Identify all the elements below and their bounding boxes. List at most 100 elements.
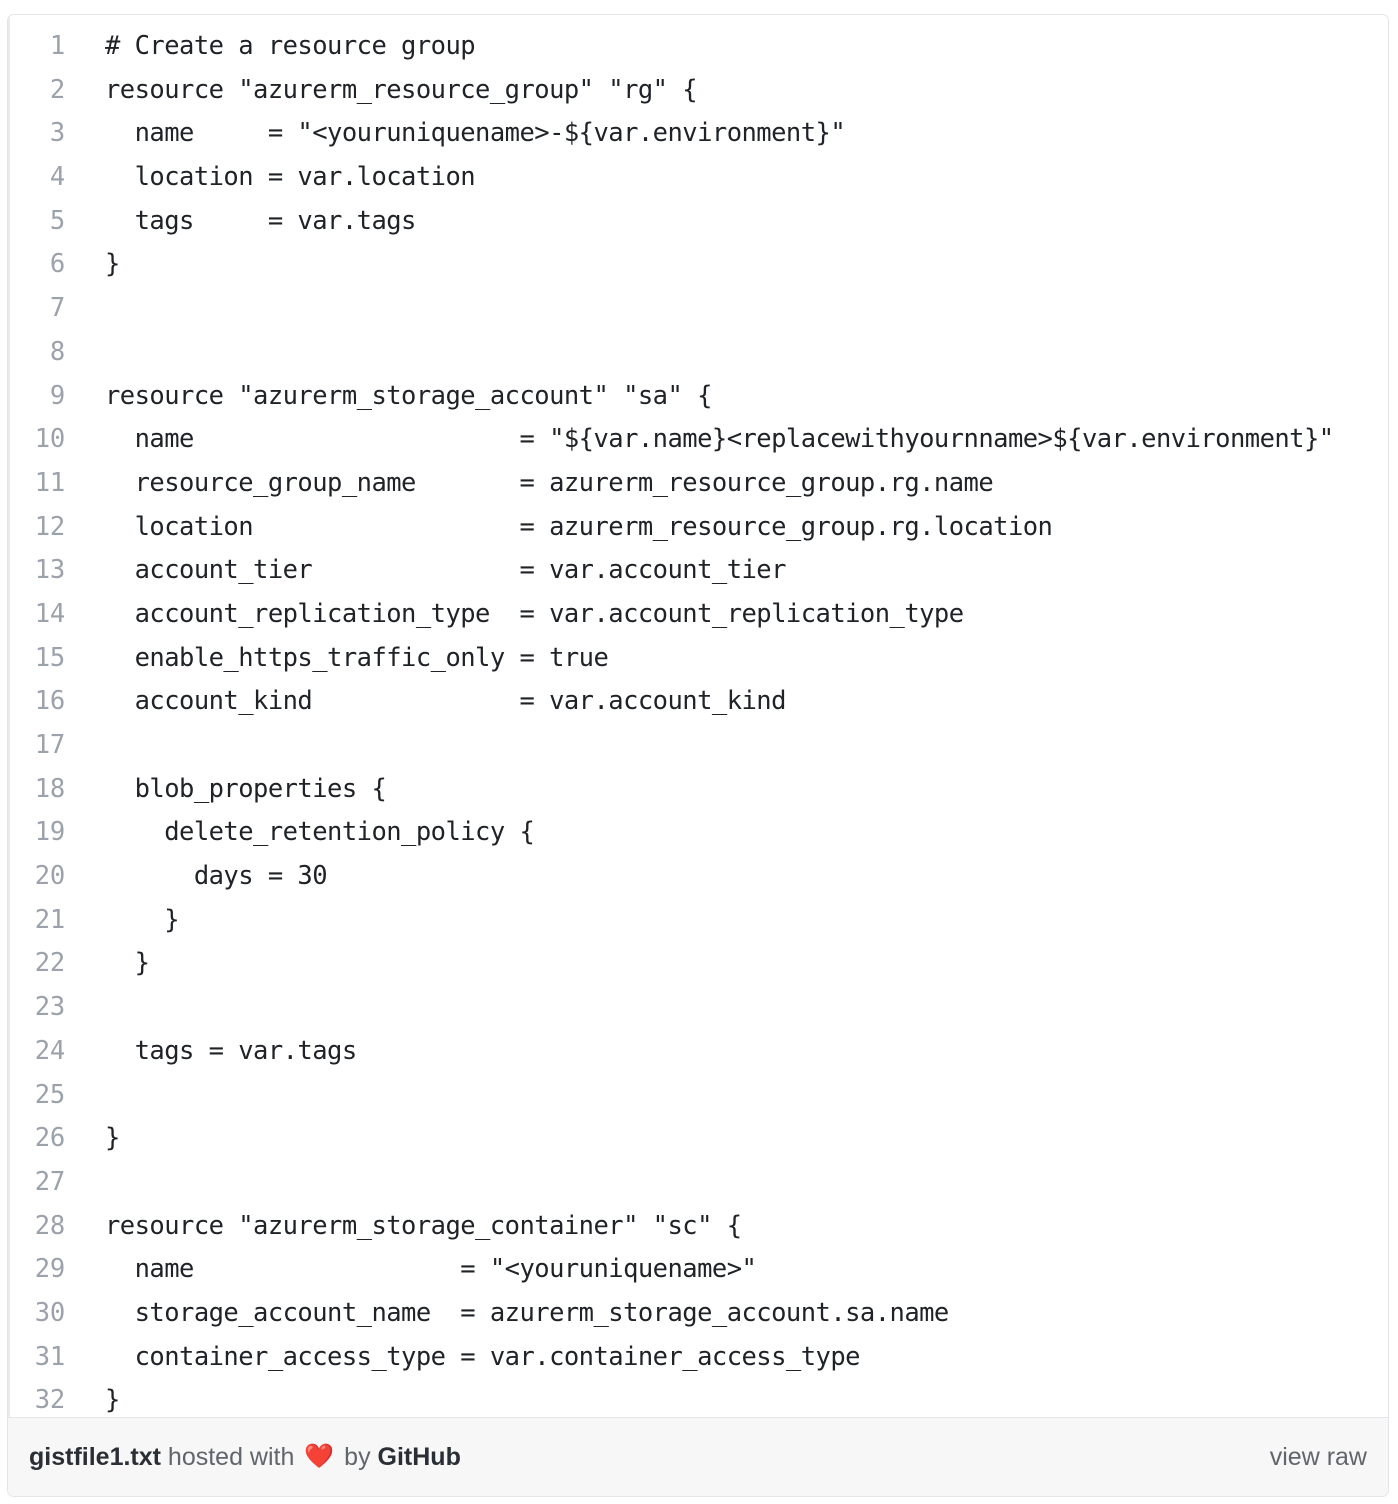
- code-line: 16 account_kind = var.account_kind: [8, 680, 1388, 724]
- code-line-text[interactable]: resource "azurerm_storage_account" "sa" …: [105, 380, 712, 411]
- line-number: 20: [34, 861, 66, 892]
- line-number: 19: [34, 817, 66, 848]
- line-number: 12: [34, 511, 66, 542]
- code-line-text[interactable]: resource "azurerm_storage_container" "sc…: [105, 1210, 742, 1241]
- code-line-text[interactable]: # Create a resource group: [105, 31, 476, 61]
- code-line-text[interactable]: tags = var.tags: [105, 205, 417, 236]
- code-line: 24 tags = var.tags: [8, 1030, 1388, 1074]
- code-line: 4 location = var.location: [8, 156, 1388, 200]
- line-number: 7: [49, 293, 65, 324]
- code-line: 28 resource "azurerm_storage_container" "…: [8, 1205, 1388, 1249]
- heart-icon: ❤️: [304, 1443, 335, 1470]
- line-number: 17: [34, 730, 66, 760]
- code-line-text[interactable]: delete_retention_policy {: [105, 817, 535, 848]
- code-line: 31 container_access_type = var.container…: [8, 1336, 1388, 1380]
- code-line: 17: [8, 724, 1388, 768]
- line-number: 23: [34, 992, 66, 1023]
- line-number: 31: [34, 1341, 66, 1372]
- code-line-text[interactable]: }: [105, 948, 150, 979]
- code-line-text[interactable]: location = azurerm_resource_group.rg.loc…: [105, 511, 1053, 542]
- code-line-text[interactable]: blob_properties {: [105, 773, 387, 804]
- gist-embed: 1 # Create a resource group 2 resource "azu…: [7, 14, 1389, 1497]
- code-line: 22 }: [8, 942, 1388, 986]
- code-line-text[interactable]: name = "<youruniquename>": [105, 1254, 757, 1285]
- code-line-text[interactable]: name = "${var.name}<replacewithyournname…: [105, 424, 1335, 455]
- code-line: 26}: [8, 1117, 1388, 1161]
- code-line: 6}: [8, 243, 1388, 287]
- code-line-text[interactable]: }: [105, 1123, 120, 1154]
- code-line: 23: [8, 986, 1388, 1030]
- code-line: 32}: [8, 1379, 1388, 1417]
- code-line: 11 resource_group_name = azurerm_resourc…: [8, 462, 1388, 506]
- line-number: 9: [49, 380, 65, 411]
- line-number: 29: [34, 1254, 66, 1285]
- line-number: 15: [34, 642, 66, 673]
- code-line-text[interactable]: container_access_type = var.container_ac…: [105, 1341, 861, 1372]
- line-number: 6: [49, 249, 65, 280]
- code-line-text[interactable]: name = "<youruniquename>-${var.environme…: [105, 118, 846, 149]
- line-number: 27: [34, 1166, 66, 1197]
- code-line: 13 account_tier = var.account_tier: [8, 549, 1388, 593]
- line-number: 28: [34, 1210, 66, 1241]
- code-line-text[interactable]: enable_https_traffic_only = true: [105, 642, 609, 673]
- code-line: 2 resource "azurerm_resource_group" "rg" …: [8, 69, 1388, 113]
- line-number: 3: [49, 118, 65, 149]
- code-line: 18 blob_properties {: [8, 768, 1388, 812]
- code-line: 8: [8, 331, 1388, 375]
- line-number: 16: [34, 686, 66, 717]
- code-line-text[interactable]: location = var.location: [105, 162, 476, 193]
- line-number: 24: [34, 1035, 66, 1066]
- code-line: 12 location = azurerm_resource_group.rg.…: [8, 506, 1388, 550]
- hosted-with-label: hosted with: [160, 1442, 302, 1471]
- code-line-text[interactable]: }: [105, 904, 180, 935]
- code-line-text[interactable]: resource "azurerm_resource_group" "rg" {: [105, 74, 698, 105]
- code-line-text[interactable]: tags = var.tags: [105, 1035, 358, 1066]
- line-number: 10: [34, 424, 66, 455]
- gist-footer: gistfile1.txt hosted with ❤️ by GitHub v…: [8, 1417, 1388, 1496]
- line-number: 8: [49, 336, 65, 367]
- line-number: 22: [34, 948, 66, 979]
- code-line: 1 # Create a resource group: [8, 25, 1388, 69]
- code-line: 27: [8, 1161, 1388, 1205]
- code-line: 3 name = "<youruniquename>-${var.environ…: [8, 112, 1388, 156]
- code-line: 7: [8, 287, 1388, 331]
- line-number: 5: [49, 205, 65, 236]
- line-number: 21: [34, 904, 66, 935]
- line-number: 13: [34, 555, 66, 586]
- view-raw-link[interactable]: view raw: [1269, 1442, 1367, 1471]
- code-line: 21 }: [8, 899, 1388, 943]
- gist-footer-attribution: gistfile1.txt hosted with ❤️ by GitHub: [29, 1443, 461, 1472]
- code-line: 10 name = "${var.name}<replacewithyournn…: [8, 418, 1388, 462]
- line-number: 30: [34, 1297, 66, 1328]
- code-line-text[interactable]: resource_group_name = azurerm_resource_g…: [105, 467, 994, 498]
- by-label: by: [337, 1442, 378, 1471]
- line-number: 1: [49, 31, 65, 61]
- code-line: 14 account_replication_type = var.accoun…: [8, 593, 1388, 637]
- code-line-text[interactable]: }: [105, 249, 120, 280]
- line-number: 14: [34, 598, 66, 629]
- line-number: 2: [49, 74, 65, 105]
- code-line-text[interactable]: }: [105, 1385, 120, 1416]
- code-line: 19 delete_retention_policy {: [8, 811, 1388, 855]
- gutter-divider: [8, 15, 10, 1417]
- line-number: 25: [34, 1079, 66, 1110]
- code-line: 29 name = "<youruniquename>": [8, 1248, 1388, 1292]
- code-line: 5 tags = var.tags: [8, 200, 1388, 244]
- gist-code-area: 1 # Create a resource group 2 resource "azu…: [8, 15, 1388, 1417]
- line-number: 11: [34, 467, 66, 498]
- code-line-text[interactable]: storage_account_name = azurerm_storage_a…: [105, 1297, 950, 1328]
- line-number: 18: [34, 773, 66, 804]
- code-line-text[interactable]: days = 30: [105, 861, 328, 892]
- gist-filename: gistfile1.txt: [29, 1442, 161, 1471]
- github-label: GitHub: [377, 1442, 461, 1471]
- line-number: 4: [49, 162, 65, 193]
- code-line: 9 resource "azurerm_storage_account" "sa"…: [8, 375, 1388, 419]
- code-line-text[interactable]: account_kind = var.account_kind: [105, 686, 787, 717]
- code-line-text[interactable]: account_replication_type = var.account_r…: [105, 598, 965, 629]
- line-number: 26: [34, 1123, 66, 1154]
- code-line: 25: [8, 1074, 1388, 1118]
- code-line-text[interactable]: account_tier = var.account_tier: [105, 555, 787, 586]
- code-line: 15 enable_https_traffic_only = true: [8, 637, 1388, 681]
- code-line: 30 storage_account_name = azurerm_storag…: [8, 1292, 1388, 1336]
- code-line: 20 days = 30: [8, 855, 1388, 899]
